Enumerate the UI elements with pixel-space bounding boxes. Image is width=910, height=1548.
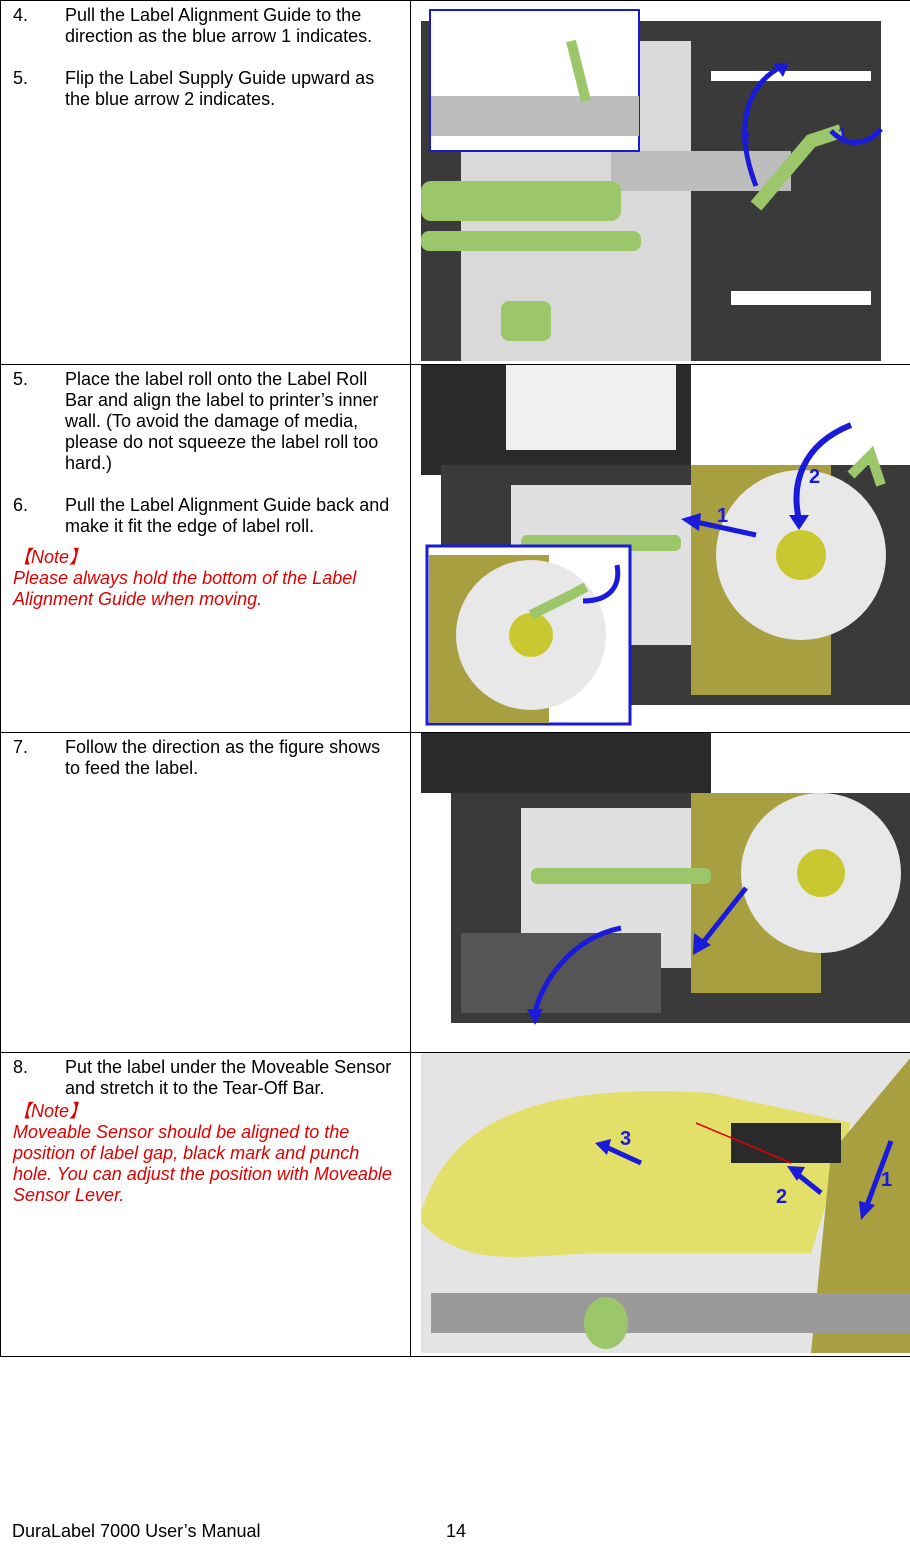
step-text: Put the label under the Moveable Sensor … (65, 1057, 392, 1098)
ribbon-roller (421, 231, 641, 251)
step-number: 4. (13, 5, 29, 25)
step-number: 8. (13, 1057, 29, 1077)
label-roll-core (797, 849, 845, 897)
callout-3: 3 (620, 1128, 631, 1150)
page-number: 14 (446, 1521, 467, 1541)
feed-label-illustration (421, 733, 910, 1025)
step-row-5-6: 5. Place the label roll onto the Label R… (0, 364, 910, 733)
step-item: 6. Pull the Label Alignment Guide back a… (13, 495, 400, 537)
print-head-assembly (461, 933, 661, 1013)
label-alignment-guide (847, 445, 886, 487)
label-roll-bar (531, 868, 711, 884)
arrow-head (595, 1139, 611, 1155)
step-text-cell: 8. Put the label under the Moveable Sens… (0, 1052, 411, 1357)
step-item: 7. Follow the direction as the figure sh… (13, 737, 400, 779)
label-roll-core (776, 530, 826, 580)
arrow-1 (829, 127, 883, 145)
callout-2: 2 (809, 466, 820, 488)
callout-1: 1 (881, 1169, 892, 1191)
arrow-head (681, 513, 701, 531)
note-heading: 【Note】 (13, 1101, 88, 1121)
arrow-2 (742, 63, 785, 187)
arrow-2 (793, 422, 853, 521)
step-text: Pull the Label Alignment Guide to the di… (65, 5, 373, 46)
inset-label-roll-core (509, 613, 553, 657)
callout-1: 1 (717, 505, 728, 527)
step-item: 5. Flip the Label Supply Guide upward as… (13, 68, 400, 110)
printer-slot (731, 291, 871, 305)
step-text: Flip the Label Supply Guide upward as th… (65, 68, 375, 109)
footer-title: DuraLabel 7000 User’s Manual (12, 1521, 261, 1541)
arrow-1 (863, 1140, 894, 1209)
inset-guide-lever (566, 39, 591, 103)
step-text-cell: 4. Pull the Label Alignment Guide to the… (0, 0, 411, 365)
step-item: 5. Place the label roll onto the Label R… (13, 369, 400, 474)
printer-guide-illustration: 2 1 (421, 9, 883, 361)
step-text: Follow the direction as the figure shows… (65, 737, 381, 778)
note-text: Moveable Sensor should be aligned to the… (13, 1122, 392, 1205)
arrow-head (773, 63, 789, 77)
inset-alignment-guide (528, 582, 589, 620)
callout-1: 1 (838, 126, 847, 143)
arrow-head (787, 1166, 805, 1181)
arrow-head (789, 515, 809, 530)
cover-window (506, 365, 676, 450)
arrow-3 (604, 1144, 643, 1166)
moveable-sensor-illustration: 3 2 1 (421, 1053, 910, 1353)
step-image-cell: 2 1 (410, 0, 910, 365)
arrow-head (859, 1201, 875, 1220)
step-text: Place the label roll onto the Label Roll… (65, 369, 379, 473)
tear-off-bar (431, 1293, 910, 1333)
step-image-cell: 2 1 (410, 364, 910, 733)
step-item: 4. Pull the Label Alignment Guide to the… (13, 5, 400, 47)
arrow-feed-1 (699, 886, 748, 947)
step-item: 8. Put the label under the Moveable Sens… (13, 1057, 400, 1099)
green-knob (501, 301, 551, 341)
step-number: 5. (13, 68, 29, 88)
green-knob (584, 1297, 628, 1349)
step-text-cell: 5. Place the label roll onto the Label R… (0, 364, 411, 733)
step-number: 6. (13, 495, 29, 515)
step-image-cell (410, 732, 910, 1053)
arrow-feed-2 (532, 925, 622, 1014)
step-text-cell: 7. Follow the direction as the figure sh… (0, 732, 411, 1053)
arrow-1 (695, 519, 757, 538)
callout-2: 2 (741, 130, 750, 147)
instruction-table: 4. Pull the Label Alignment Guide to the… (0, 0, 910, 1357)
label-supply-guide (611, 151, 791, 191)
label-roll-illustration: 2 1 (421, 365, 910, 726)
arrow-head (527, 1009, 543, 1025)
callout-2: 2 (776, 1186, 787, 1208)
label-gap-line (695, 1122, 792, 1164)
step-number: 7. (13, 737, 29, 757)
printer-cover (421, 733, 711, 793)
step-text: Pull the Label Alignment Guide back and … (65, 495, 390, 536)
inset-arrow (582, 564, 621, 604)
step-image-cell: 3 2 1 (410, 1052, 910, 1357)
ribbon-roller (421, 181, 621, 221)
note-text: Please always hold the bottom of the Lab… (13, 568, 357, 609)
printer-slot (711, 71, 871, 81)
inset-guide-bar (431, 96, 639, 136)
step-number: 5. (13, 369, 29, 389)
step-row-7: 7. Follow the direction as the figure sh… (0, 732, 910, 1053)
step-row-4-5: 4. Pull the Label Alignment Guide to the… (0, 0, 910, 365)
step-row-8: 8. Put the label under the Moveable Sens… (0, 1052, 910, 1357)
note-heading: 【Note】 (13, 547, 88, 567)
arrow-2 (794, 1171, 823, 1195)
moveable-sensor (731, 1123, 841, 1163)
arrow-head (693, 933, 711, 955)
